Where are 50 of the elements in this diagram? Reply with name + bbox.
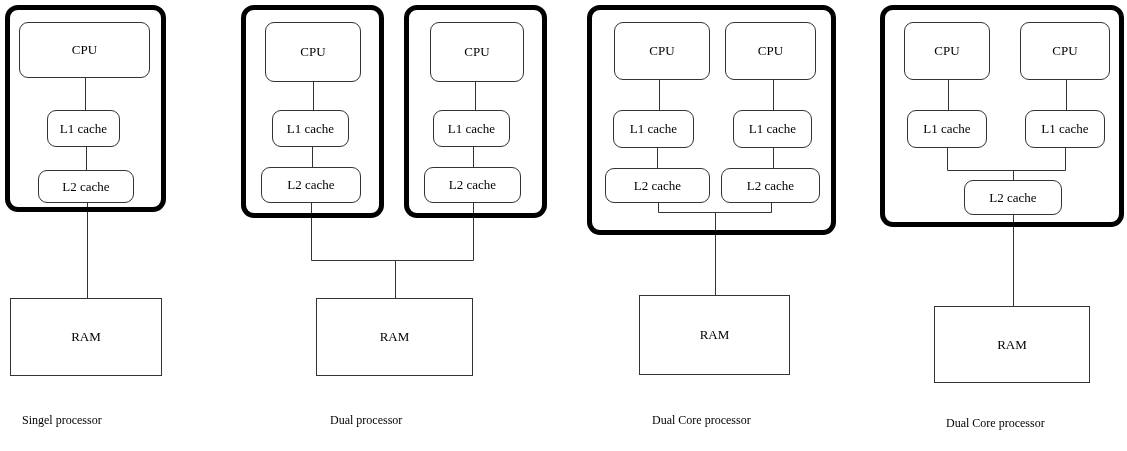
connector-line: [395, 202, 474, 299]
connector-line: [87, 202, 88, 299]
connector-line: [85, 77, 86, 111]
cache-box: L1 cache: [433, 110, 510, 147]
connector-line: [773, 79, 774, 111]
cpu-box: CPU: [265, 22, 361, 82]
cpu-box: CPU: [904, 22, 990, 80]
connector-line: [657, 147, 658, 169]
caption: Singel processor: [22, 413, 102, 428]
connector-line: [475, 81, 476, 111]
connector-line: [1066, 79, 1067, 111]
cpu-box: CPU: [725, 22, 816, 80]
ram-box: RAM: [639, 295, 790, 375]
cache-box: L2 cache: [424, 167, 521, 203]
connector-line: [948, 79, 949, 111]
ram-box: RAM: [316, 298, 473, 376]
processor-package: [241, 5, 384, 218]
connector-line: [86, 146, 87, 171]
caption: Dual processor: [330, 413, 403, 428]
connector-line: [473, 146, 474, 168]
connector-line: [773, 147, 774, 169]
cache-box: L1 cache: [613, 110, 694, 148]
ram-box: RAM: [10, 298, 162, 376]
cpu-box: CPU: [430, 22, 524, 82]
cache-box: L1 cache: [47, 110, 120, 147]
connector-line: [1013, 147, 1066, 181]
cache-box: L1 cache: [733, 110, 812, 148]
cpu-box: CPU: [1020, 22, 1110, 80]
cache-box: L1 cache: [272, 110, 349, 147]
processor-package: [880, 5, 1124, 227]
cpu-box: CPU: [614, 22, 710, 80]
caption: Dual Core processor: [946, 416, 1045, 431]
cache-box: L1 cache: [907, 110, 987, 148]
cpu-box: CPU: [19, 22, 150, 78]
connector-line: [659, 79, 660, 111]
cache-box: L1 cache: [1025, 110, 1105, 148]
connector-line: [1013, 214, 1014, 307]
connector-line: [313, 81, 314, 111]
cache-box: L2 cache: [721, 168, 820, 203]
cache-box: L2 cache: [605, 168, 710, 203]
cache-box: L2 cache: [964, 180, 1062, 215]
caption: Dual Core processor: [652, 413, 751, 428]
processor-package: [5, 5, 166, 212]
connector-line: [312, 146, 313, 168]
ram-box: RAM: [934, 306, 1090, 383]
processor-package: [587, 5, 836, 235]
cache-box: L2 cache: [261, 167, 361, 203]
processor-package: [404, 5, 547, 218]
cache-box: L2 cache: [38, 170, 134, 203]
connector-line: [715, 202, 772, 296]
